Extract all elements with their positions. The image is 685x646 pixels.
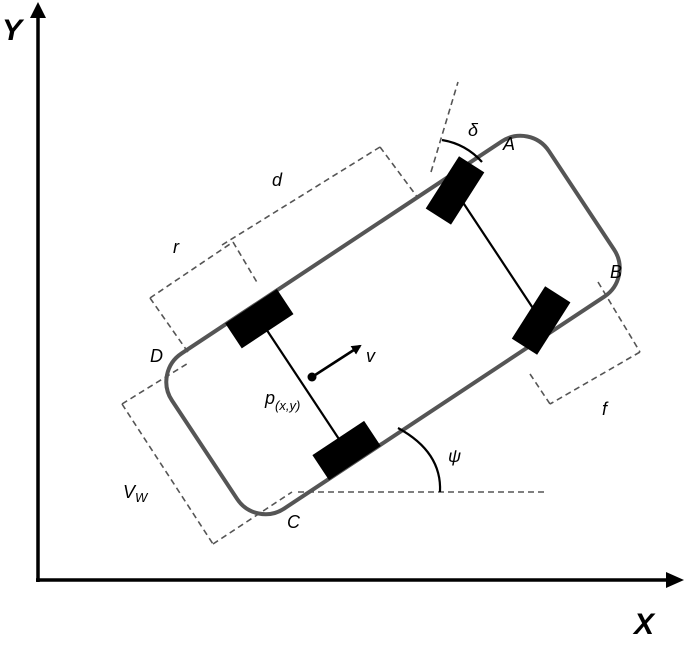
- steering-angle-label: δ: [468, 120, 479, 140]
- front-right-wheel: [511, 286, 571, 355]
- vehicle-width-label: VW: [123, 482, 149, 505]
- front-left-wheel: [425, 156, 485, 225]
- front-overhang-label: f: [602, 399, 609, 419]
- dimension-r: [149, 241, 259, 356]
- heading-angle-label: ψ: [448, 446, 461, 466]
- vehicle: [164, 133, 622, 517]
- rear-overhang-label: r: [173, 237, 180, 257]
- corner-c-label: C: [287, 512, 301, 532]
- corner-a-label: A: [502, 134, 515, 154]
- dimension-f: [529, 281, 641, 405]
- velocity-label: v: [366, 346, 376, 366]
- wheelbase-label: d: [272, 170, 283, 190]
- corner-d-label: D: [150, 346, 163, 366]
- position-label: p(x,y): [264, 388, 300, 413]
- x-axis-arrowhead: [666, 572, 684, 588]
- steering-angle-arc: [441, 138, 483, 163]
- rear-right-wheel: [312, 420, 381, 481]
- velocity-arrow: [311, 344, 362, 379]
- front-axle: [455, 191, 541, 320]
- x-axis-label: X: [632, 608, 656, 641]
- y-axis-label: Y: [2, 14, 25, 47]
- dimension-d: [221, 146, 419, 246]
- steering-reference-line: [430, 81, 459, 173]
- heading-angle-arc: [397, 427, 442, 493]
- y-axis-arrowhead: [30, 2, 46, 18]
- dimension-vw: [121, 361, 293, 545]
- vehicle-body-outline: [164, 133, 622, 517]
- corner-b-label: B: [610, 262, 622, 282]
- rear-left-wheel: [225, 289, 294, 349]
- rear-axle: [260, 320, 346, 449]
